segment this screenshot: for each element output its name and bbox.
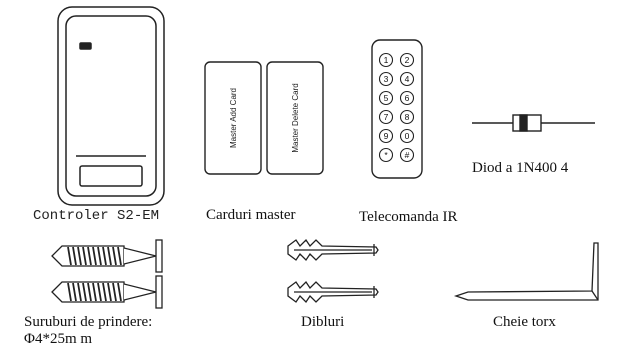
remote-key-0 [399, 128, 415, 144]
cards-label: Carduri master [206, 207, 296, 223]
screw-thread [72, 246, 77, 266]
remote-key-label: 6 [405, 93, 410, 103]
screw-thread [92, 246, 97, 266]
torx-key [453, 242, 599, 301]
screw-thread [107, 282, 112, 302]
remote-key-1 [378, 52, 394, 68]
screw-thread [87, 282, 92, 302]
remote-key-4 [399, 71, 415, 87]
screw-top [51, 239, 163, 273]
remote-key-5 [378, 90, 394, 106]
master-delete-card: Master Delete Card [266, 61, 324, 175]
screws-label-line2: Φ4*25m m [24, 331, 93, 347]
wall-anchor-top [287, 238, 379, 262]
screw-thread [117, 282, 122, 302]
screw-thread [112, 282, 117, 302]
wall-anchor-bottom [287, 280, 379, 304]
screw-thread [87, 246, 92, 266]
remote-key-label: 0 [405, 131, 410, 141]
screw-thread [82, 282, 87, 302]
remote-key-label: 5 [384, 93, 389, 103]
remote-key-hash [399, 147, 415, 163]
screw-thread [72, 282, 77, 302]
screw-thread [77, 246, 82, 266]
remote-key-8 [399, 109, 415, 125]
master-add-card-text: Master Add Card [229, 88, 238, 148]
remote-key-star [378, 147, 394, 163]
controller-label: Controler S2-EM [33, 208, 160, 224]
screw-thread [112, 246, 117, 266]
remote-key-2 [399, 52, 415, 68]
anchors-label: Dibluri [301, 314, 345, 330]
remote-key-label: 1 [384, 55, 389, 65]
screw-thread [77, 282, 82, 302]
torx-label: Cheie torx [493, 314, 556, 330]
screw-thread [92, 282, 97, 302]
screw-bottom [51, 275, 163, 309]
screw-thread [67, 246, 72, 266]
screw-thread [97, 246, 102, 266]
remote-key-label: 7 [384, 112, 389, 122]
screw-thread [117, 246, 122, 266]
screw-thread [67, 282, 72, 302]
remote-key-label: 9 [384, 131, 389, 141]
diode-label: Diod a 1N400 4 [472, 160, 569, 176]
screws-label-line1: Suruburi de prindere: [24, 314, 153, 330]
screw-thread [107, 246, 112, 266]
remote-key-label: 2 [405, 55, 410, 65]
remote-key-label: 4 [405, 74, 410, 84]
remote-key-label: # [405, 150, 410, 160]
screw-thread [102, 246, 107, 266]
controller-device [57, 6, 165, 206]
master-delete-card-text: Master Delete Card [291, 83, 300, 152]
screw-thread [82, 246, 87, 266]
remote-key-label: * [384, 150, 388, 160]
remote-key-label: 3 [384, 74, 389, 84]
screw-thread [102, 282, 107, 302]
ir-remote: 1 2 3 4 5 6 7 8 9 0 * # [371, 39, 423, 179]
remote-key-7 [378, 109, 394, 125]
remote-label: Telecomanda IR [359, 209, 458, 225]
remote-key-label: 8 [405, 112, 410, 122]
remote-key-6 [399, 90, 415, 106]
remote-key-9 [378, 128, 394, 144]
remote-key-3 [378, 71, 394, 87]
screw-thread [97, 282, 102, 302]
diode [472, 114, 595, 132]
master-add-card: Master Add Card [204, 61, 262, 175]
